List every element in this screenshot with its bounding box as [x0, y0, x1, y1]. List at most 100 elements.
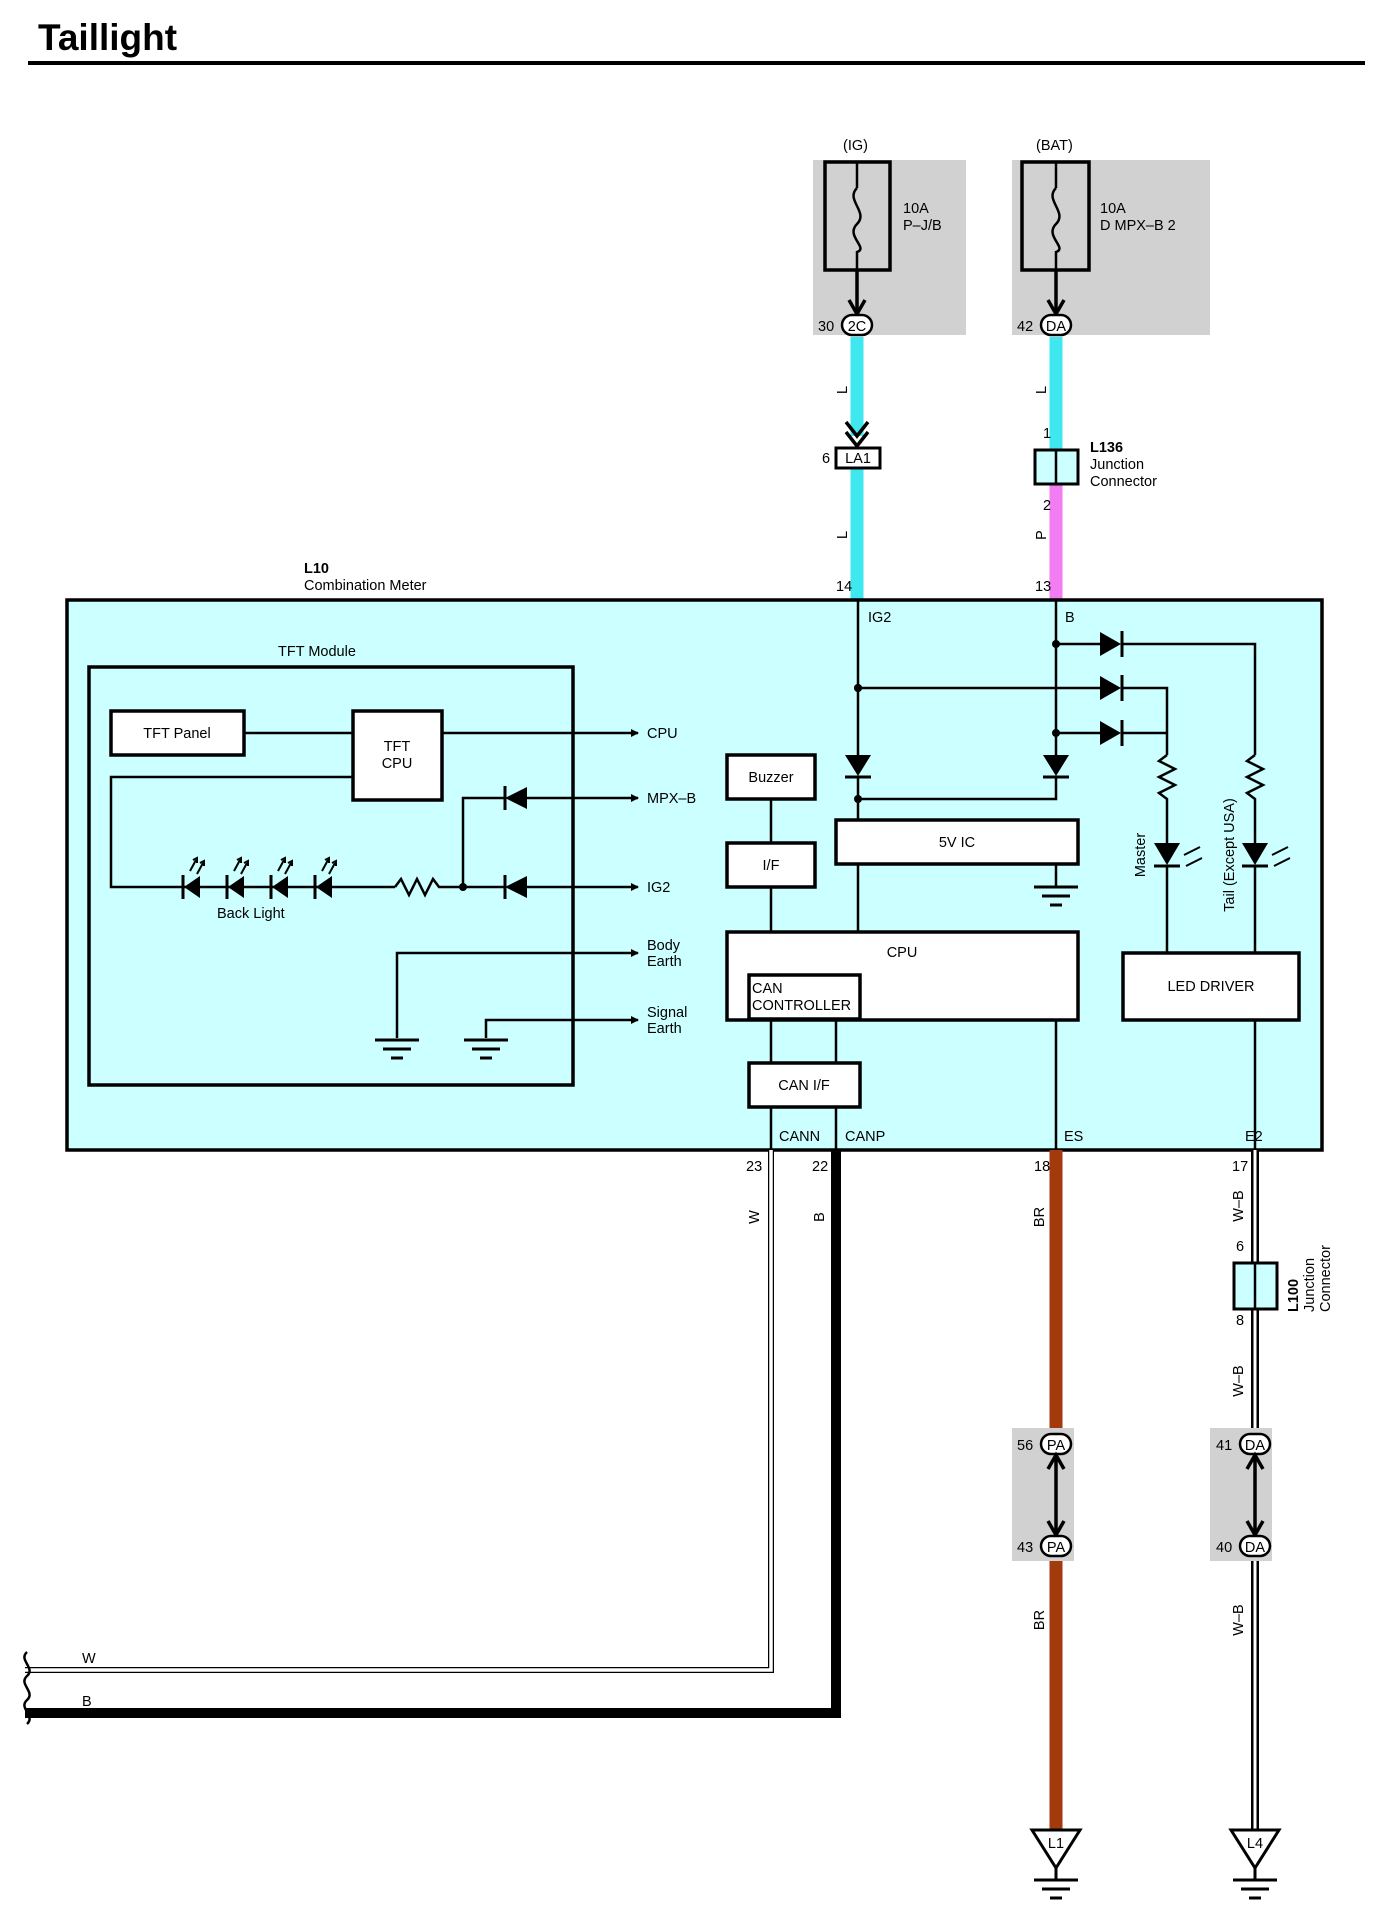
connector-l136-pin-bottom: 2 — [1043, 498, 1051, 514]
ground-l1-label: L1 — [1048, 1836, 1064, 1852]
ground-l4-label: L4 — [1247, 1836, 1263, 1852]
connector-pa-code-bottom: PA — [1047, 1540, 1066, 1556]
bus-label-b: B — [82, 1694, 92, 1710]
can-if-box — [747, 1061, 862, 1109]
fuse-box-bat — [1012, 160, 1210, 335]
backlight-label: Back Light — [217, 906, 285, 922]
connector-la1: LA1 6 — [822, 420, 882, 470]
ground-icon — [1034, 885, 1078, 907]
backlight-leds — [175, 856, 395, 899]
diode-mpxb-icon — [503, 786, 527, 810]
connector-da-code-top: DA — [1245, 1438, 1265, 1454]
ground-icon — [375, 1038, 419, 1060]
fuse-ig-connector-label: 2C — [848, 319, 867, 335]
wire-label-l-3: L — [1034, 386, 1050, 394]
if-box — [725, 841, 817, 889]
tft-out-signal-earth-1: Signal — [647, 1005, 687, 1021]
ground-icon — [464, 1038, 508, 1060]
wire-label-l-1: L — [835, 386, 851, 394]
wire-label-l-2: L — [835, 531, 851, 539]
connector-pa: PA 56 PA 43 — [1017, 1432, 1073, 1558]
connector-la1-code: LA1 — [845, 451, 871, 467]
wire-w-cann — [25, 1150, 774, 1673]
connector-l100: 6 8 L100 Junction Connector — [1232, 1239, 1334, 1329]
fuse-bat-source: (BAT) — [1036, 138, 1073, 154]
diode-ig2-icon — [503, 875, 527, 899]
meter-pin-ig2: 14 — [836, 579, 852, 595]
tft-module-title: TFT Module — [278, 644, 356, 660]
connector-l100-pin-top: 6 — [1236, 1239, 1244, 1255]
meter-pin-e2: 17 — [1232, 1159, 1248, 1175]
backlight-led-icon — [269, 856, 293, 899]
wire-label-wb-3: W–B — [1231, 1604, 1247, 1635]
fuse-ig-source: (IG) — [843, 138, 868, 154]
can-if-label: CAN I/F — [778, 1078, 830, 1094]
wire-b-canp — [25, 1150, 841, 1718]
connector-l100-code: L100 — [1286, 1279, 1302, 1312]
can-controller-label-1: CAN — [752, 981, 783, 997]
fuse-ig-group: (IG) 10A P–J/B 30 2C — [813, 138, 966, 337]
connector-l136-pin-top: 1 — [1043, 426, 1051, 442]
tft-out-signal-earth-2: Earth — [647, 1021, 682, 1037]
connector-l136-name-1: Junction — [1090, 457, 1144, 473]
meter-pin-cann: 23 — [746, 1159, 762, 1175]
tft-cpu-label-1: TFT — [384, 739, 411, 755]
meter-term-cann: CANN — [779, 1129, 820, 1145]
connector-l100-name-2: Connector — [1318, 1245, 1334, 1312]
page-title: Taillight — [38, 17, 177, 58]
fuse-ig-connector — [840, 313, 874, 337]
tft-out-mpxb: MPX–B — [647, 791, 696, 807]
tft-out-cpu: CPU — [647, 726, 678, 742]
meter-term-canp: CANP — [845, 1129, 885, 1145]
fuse-ig-element — [852, 187, 862, 270]
if-label: I/F — [763, 858, 780, 874]
wire-label-br-2: BR — [1032, 1610, 1048, 1630]
connector-da-pin-top: 41 — [1216, 1438, 1232, 1454]
connector-l136-name-2: Connector — [1090, 474, 1157, 490]
led-driver-label: LED DRIVER — [1167, 979, 1254, 995]
tft-out-body-earth-1: Body — [647, 938, 681, 954]
wire-label-e2: W–B — [1231, 1190, 1247, 1221]
fuse-bat-group: (BAT) 10A D MPX–B 2 42 DA — [1012, 138, 1210, 337]
tft-module: TFT Module TFT Panel TFT CPU Back Light … — [87, 644, 696, 1087]
led-master-label: Master — [1133, 833, 1149, 877]
meter-code: L10 — [304, 561, 329, 577]
meter-term-b: B — [1065, 610, 1075, 626]
led-tail-label: Tail (Except USA) — [1222, 798, 1238, 912]
tft-cpu — [351, 709, 444, 802]
ground-l4: L4 — [1228, 1828, 1282, 1900]
can-controller-label-2: CONTROLLER — [752, 998, 851, 1014]
tft-panel-label: TFT Panel — [143, 726, 210, 742]
meter-pin-es: 18 — [1034, 1159, 1050, 1175]
bus-label-w: W — [82, 1651, 96, 1667]
led-driver-box — [1121, 951, 1301, 1022]
meter-term-es: ES — [1064, 1129, 1083, 1145]
meter-term-e2: E2 — [1245, 1129, 1263, 1145]
backlight-led-icon — [181, 856, 205, 899]
ic5v-label: 5V IC — [939, 835, 975, 851]
connector-l136: 1 2 L136 Junction Connector — [1033, 426, 1157, 514]
fuse-bat-element — [1051, 187, 1061, 270]
fuse-bat-name: D MPX–B 2 — [1100, 218, 1176, 234]
connector-l100-name-1: Junction — [1302, 1258, 1318, 1312]
tft-cpu-label-2: CPU — [382, 756, 413, 772]
fuse-bat-connector-label: DA — [1046, 319, 1066, 335]
diode-b-main-icon — [1043, 755, 1069, 779]
connector-da-pin-bottom: 40 — [1216, 1540, 1232, 1556]
connector-l136-code: L136 — [1090, 440, 1123, 456]
backlight-led-icon — [225, 856, 249, 899]
connector-la1-pin: 6 — [822, 451, 830, 467]
connector-pa-code-top: PA — [1047, 1438, 1066, 1454]
ic5v-box — [834, 818, 1080, 866]
buzzer-label: Buzzer — [748, 770, 793, 786]
can-controller-box — [747, 973, 862, 1021]
ground-l1: L1 — [1029, 1828, 1083, 1900]
fuse-ig-rating: 10A — [903, 201, 929, 217]
tft-out-body-earth-2: Earth — [647, 954, 682, 970]
connector-la1-box — [834, 446, 882, 470]
backlight-led-icon — [313, 856, 337, 899]
wire-break-icon — [23, 1651, 31, 1725]
wire-label-es: BR — [1032, 1207, 1048, 1227]
connector-pa-pin-top: 56 — [1017, 1438, 1033, 1454]
